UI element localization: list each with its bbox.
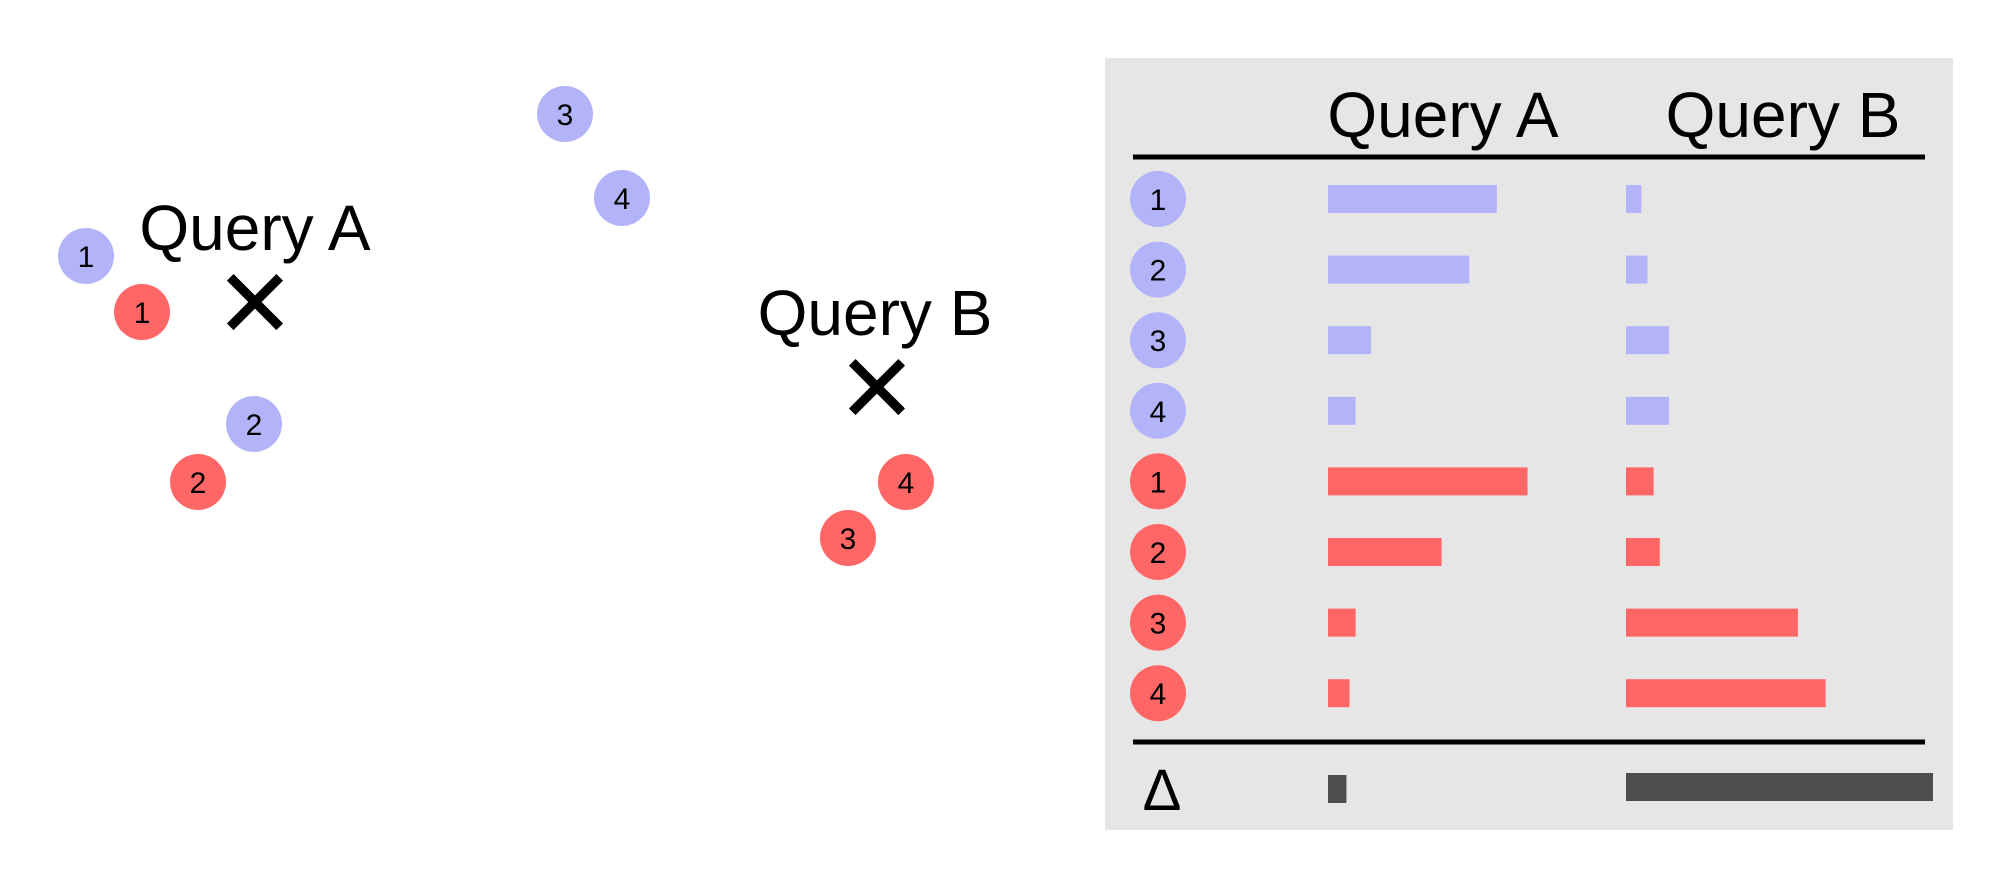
point-red-3-label: 3: [840, 523, 857, 556]
bar-query-b-red-2: [1626, 538, 1660, 566]
row-badge-red-2: 2: [1130, 524, 1186, 580]
bar-query-b-blue-2: [1626, 255, 1648, 284]
point-blue-2-circle: [226, 396, 282, 452]
point-blue-4-circle: [594, 170, 650, 226]
point-red-1-label: 1: [134, 297, 151, 330]
point-red-2-circle: [170, 454, 226, 510]
point-red-2-label: 2: [190, 467, 207, 500]
bar-query-a-red-2: [1328, 538, 1442, 566]
point-red-3: 3: [820, 510, 876, 566]
bar-query-a-blue-2: [1328, 255, 1470, 284]
delta-bars: [1328, 773, 1933, 803]
row-badge-blue-2-label: 2: [1150, 255, 1167, 288]
row-badge-blue-3-label: 3: [1150, 325, 1167, 358]
row-badge-red-1-label: 1: [1150, 466, 1167, 499]
bar-query-b-blue-4: [1626, 396, 1669, 425]
row-badge-blue-1-label: 1: [1150, 184, 1167, 217]
row-badge-blue-1: 1: [1130, 171, 1186, 227]
row-badge-red-4-label: 4: [1150, 678, 1167, 711]
point-blue-1-circle: [58, 228, 114, 284]
point-blue-1-label: 1: [78, 241, 95, 274]
row-badge-blue-4-circle: [1130, 382, 1186, 439]
bar-query-a-red-4: [1328, 679, 1350, 708]
row-badge-blue-3-circle: [1130, 312, 1186, 369]
point-red-4-circle: [878, 454, 934, 510]
row-badge-blue-2-circle: [1130, 241, 1186, 298]
row-badge-blue-4: 4: [1130, 382, 1186, 439]
point-blue-3-label: 3: [557, 99, 574, 132]
point-red-1: 1: [114, 284, 170, 340]
column-header-query-b: Query B: [1666, 79, 1901, 151]
query-b-label: Query B: [758, 277, 993, 349]
row-badge-red-4-circle: [1130, 665, 1186, 722]
row-badge-blue-2: 2: [1130, 241, 1186, 298]
delta-bar-query-b: [1626, 773, 1933, 801]
bar-query-b-red-3: [1626, 608, 1798, 637]
point-blue-2: 2: [226, 396, 282, 452]
bar-query-a-blue-1: [1328, 185, 1497, 213]
row-badge-red-4: 4: [1130, 665, 1186, 722]
bar-query-a-blue-4: [1328, 396, 1356, 425]
bar-query-a-red-1: [1328, 467, 1528, 496]
row-badge-red-3-circle: [1130, 594, 1186, 651]
point-red-4: 4: [878, 454, 934, 510]
point-red-4-label: 4: [898, 467, 915, 500]
point-blue-2-label: 2: [246, 409, 263, 442]
row-badge-red-1-circle: [1130, 453, 1186, 510]
point-red-3-circle: [820, 510, 876, 566]
point-blue-4-label: 4: [614, 183, 631, 216]
row-badge-blue-4-label: 4: [1150, 396, 1167, 429]
row-badge-blue-1-circle: [1130, 171, 1186, 227]
bar-query-a-red-3: [1328, 608, 1356, 637]
point-red-2: 2: [170, 454, 226, 510]
point-blue-4: 4: [594, 170, 650, 226]
row-badge-red-2-circle: [1130, 524, 1186, 580]
bar-query-b-blue-3: [1626, 326, 1669, 355]
query-b-marker-icon: ✕: [837, 336, 917, 443]
row-badge-red-3: 3: [1130, 594, 1186, 651]
query-a-label: Query A: [139, 192, 371, 264]
row-badge-blue-3: 3: [1130, 312, 1186, 369]
delta-label: Δ: [1143, 758, 1182, 823]
row-badge-red-3-label: 3: [1150, 608, 1167, 641]
bar-query-b-blue-1: [1626, 185, 1642, 213]
delta-bar-query-a: [1328, 775, 1347, 803]
query-a-marker-icon: ✕: [215, 251, 295, 358]
bar-query-b-red-1: [1626, 467, 1654, 496]
embedding-scatter: Query A ✕ Query B ✕ 1 1 2 2 3 4 4 3: [58, 86, 992, 566]
bar-query-b-red-4: [1626, 679, 1826, 708]
bar-query-a-blue-3: [1328, 326, 1371, 355]
point-blue-3: 3: [537, 86, 593, 142]
column-header-query-a: Query A: [1327, 79, 1559, 151]
point-blue-1: 1: [58, 228, 114, 284]
point-blue-3-circle: [537, 86, 593, 142]
point-red-1-circle: [114, 284, 170, 340]
row-badge-red-2-label: 2: [1150, 537, 1167, 570]
row-badge-red-1: 1: [1130, 453, 1186, 510]
score-panel: Query A Query B Δ 1 2 3 4 1 2 3 4: [1105, 58, 1953, 830]
panel-background: [1105, 58, 1953, 830]
score-rows: 1 2 3 4 1 2 3 4: [1130, 171, 1826, 722]
